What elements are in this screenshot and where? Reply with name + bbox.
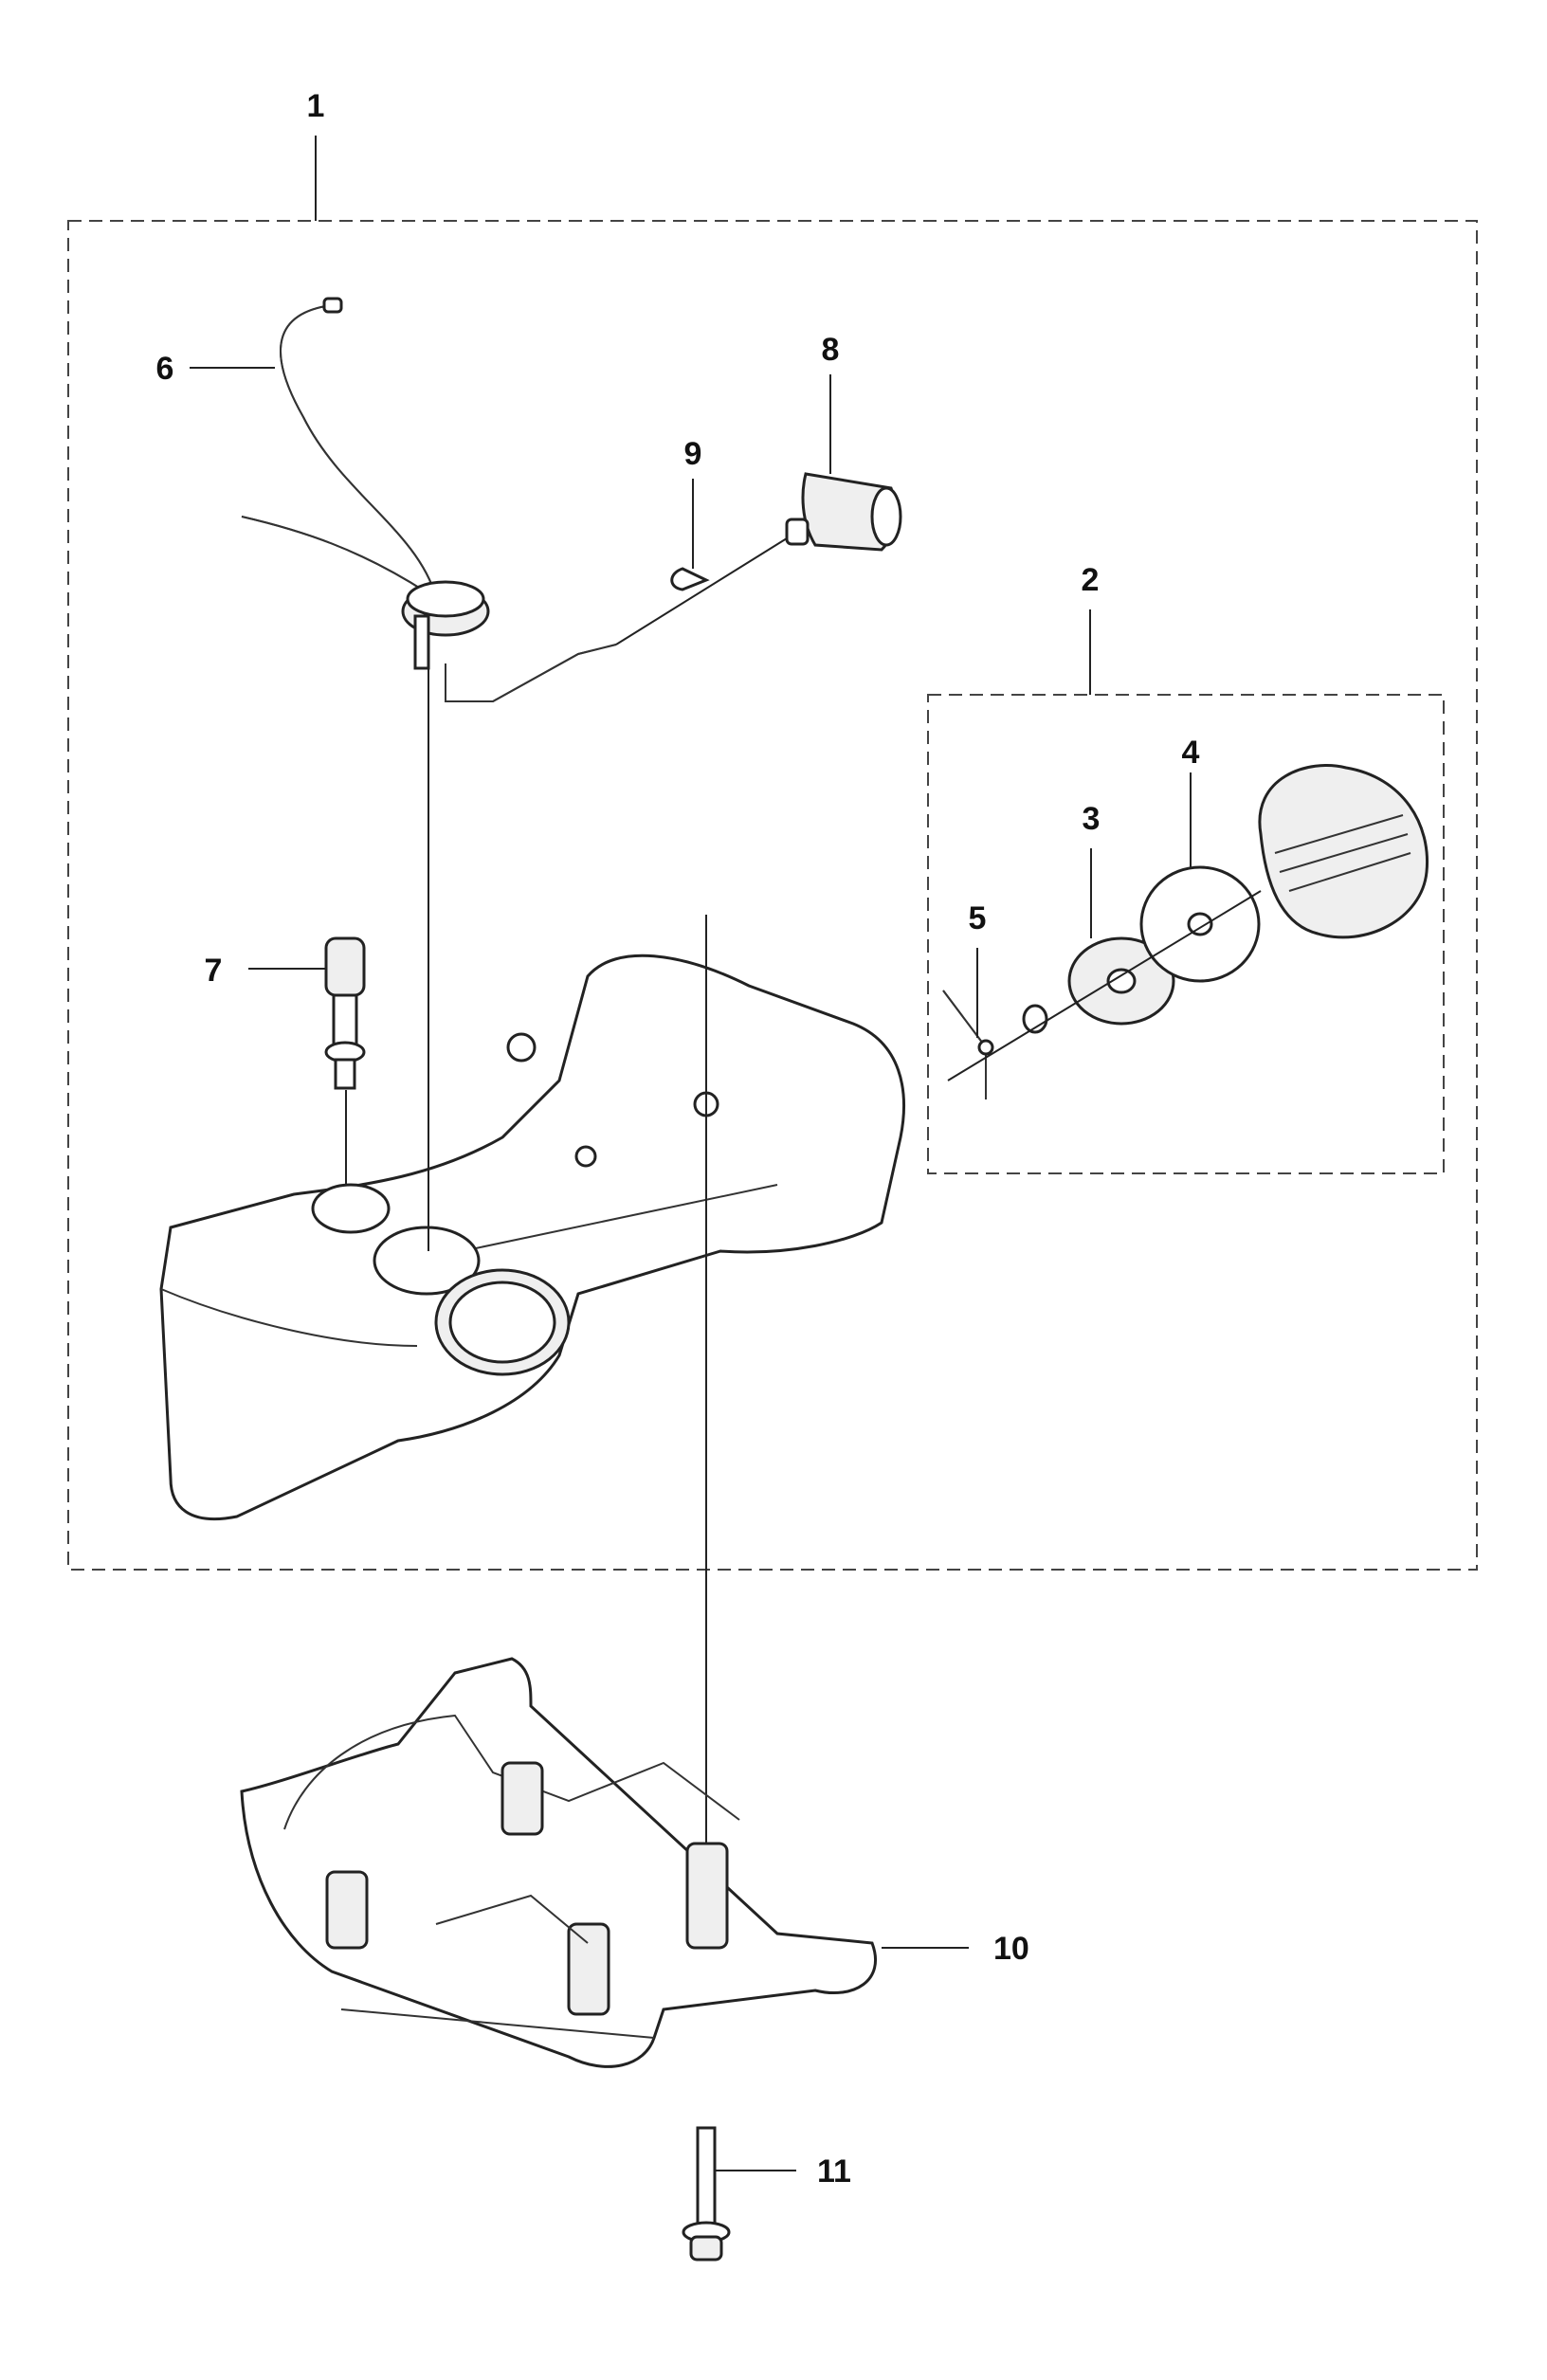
part-10-bottom-guard xyxy=(240,1657,878,2068)
callout-8: 8 xyxy=(822,332,840,368)
callout-1: 1 xyxy=(307,88,325,124)
callout-5: 5 xyxy=(969,900,987,936)
part-7-vent-valve xyxy=(324,936,366,1090)
callout-9: 9 xyxy=(684,436,702,472)
axis-hose-filter xyxy=(615,537,788,645)
part-11-screw xyxy=(682,2126,731,2262)
part-4-washer xyxy=(1139,865,1261,983)
part-9-clip xyxy=(670,567,710,591)
part-8-fuel-filter xyxy=(785,472,902,552)
assembly-group-1-box xyxy=(67,220,1478,1571)
part-6-fuel-hose xyxy=(241,297,617,702)
callout-2: 2 xyxy=(1082,562,1100,598)
axis-cap xyxy=(947,890,1262,1081)
part-5-tether xyxy=(942,990,1048,1099)
assembly-group-2-box xyxy=(927,694,1445,1174)
callout-7: 7 xyxy=(205,953,223,989)
callout-11: 11 xyxy=(817,2153,851,2189)
fuel-tank xyxy=(159,954,905,1521)
callout-10: 10 xyxy=(993,1931,1029,1967)
fuel-cap xyxy=(1258,764,1429,939)
callout-4: 4 xyxy=(1182,735,1200,771)
callout-6: 6 xyxy=(156,351,174,387)
callout-3: 3 xyxy=(1083,801,1101,837)
